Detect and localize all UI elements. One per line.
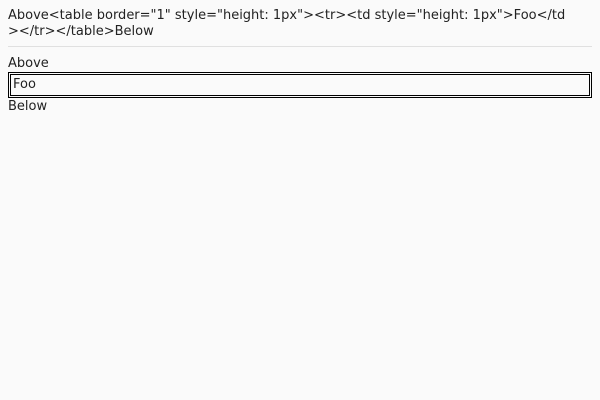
table-row: Foo — [10, 74, 590, 96]
divider — [8, 46, 592, 47]
demo-table: Foo — [8, 72, 592, 98]
table-cell: Foo — [10, 74, 590, 96]
above-text: Above — [8, 56, 49, 71]
rendered-output: Above Foo Below — [8, 55, 592, 115]
below-text: Below — [8, 99, 48, 114]
source-code-text: Above<table border="1" style="height: 1p… — [8, 8, 566, 39]
